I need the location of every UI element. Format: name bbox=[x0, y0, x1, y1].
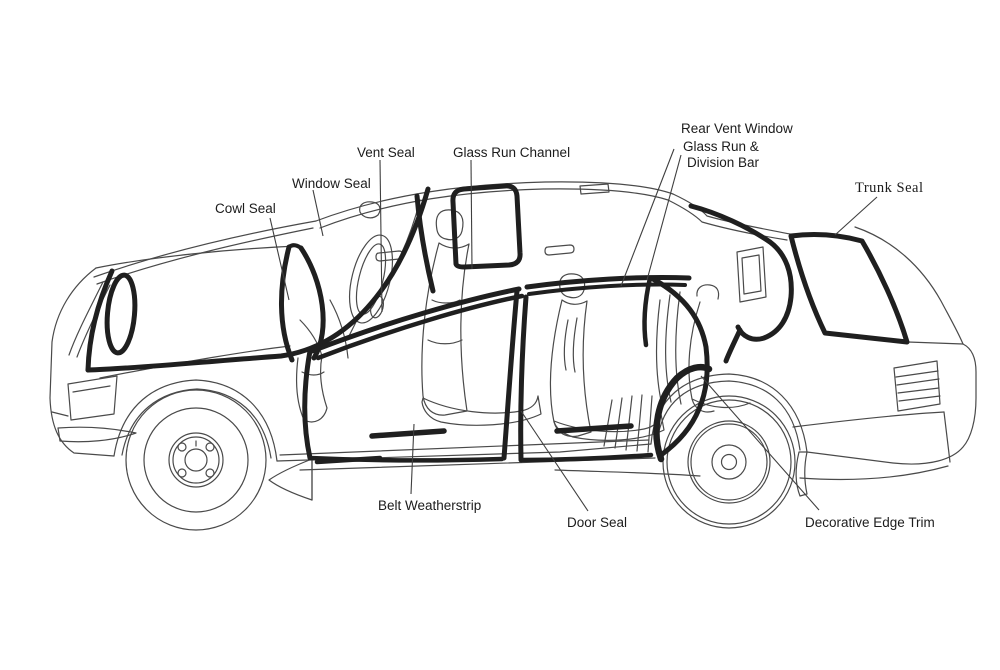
window-seal-target bbox=[298, 245, 326, 361]
front-belt-line-upper bbox=[309, 286, 522, 354]
leader-door-seal bbox=[520, 410, 589, 512]
labels: Cowl Seal Window Seal Vent Seal Glass Ru… bbox=[215, 121, 935, 530]
leader-belt-weatherstrip bbox=[410, 423, 415, 495]
label-decorative-edge-trim: Decorative Edge Trim bbox=[805, 515, 935, 530]
belt-weatherstrip-rear bbox=[554, 423, 634, 434]
front-door-seal-front bbox=[302, 348, 313, 461]
rear-door-seal-bottom bbox=[518, 452, 654, 463]
rear-mudflap bbox=[795, 451, 808, 497]
label-rear-vent-window-line1: Rear Vent Window bbox=[681, 121, 793, 136]
label-rear-vent-window-line3: Division Bar bbox=[687, 155, 760, 170]
leader-rear-vent-window-2 bbox=[646, 154, 682, 281]
leader-lines bbox=[269, 148, 878, 512]
label-glass-run-channel: Glass Run Channel bbox=[453, 145, 570, 160]
windshield-side-seal bbox=[85, 268, 115, 373]
front-bumper-strip bbox=[57, 426, 137, 443]
label-window-seal: Window Seal bbox=[292, 176, 371, 191]
leader-trunk-seal bbox=[834, 196, 878, 236]
rear-seat bbox=[549, 273, 665, 441]
trunk-seal-line bbox=[788, 232, 910, 345]
rear-door-seal-rear bbox=[650, 276, 710, 458]
rear-belt-line-lower bbox=[527, 282, 687, 296]
rocker-trim-strip bbox=[314, 455, 383, 465]
leader-glass-run-channel bbox=[470, 159, 473, 270]
label-door-seal: Door Seal bbox=[567, 515, 627, 530]
front-seat bbox=[421, 209, 542, 426]
leader-decorative-edge-trim bbox=[700, 375, 820, 511]
rear-wheel bbox=[662, 395, 796, 529]
headlight bbox=[67, 375, 118, 421]
car-body-outline bbox=[49, 181, 977, 481]
label-belt-weatherstrip: Belt Weatherstrip bbox=[378, 498, 481, 513]
label-rear-vent-window-line2: Glass Run & bbox=[683, 139, 759, 154]
front-details bbox=[51, 375, 313, 501]
rear-door-glass-run-channel bbox=[450, 183, 523, 270]
leader-cowl-seal bbox=[269, 217, 290, 301]
rear-vent-window-glass-run bbox=[688, 203, 794, 342]
roof-trim-detail bbox=[579, 183, 610, 195]
decorative-edge-trim-line bbox=[653, 363, 713, 463]
taillight bbox=[893, 360, 941, 412]
front-wheel bbox=[125, 389, 267, 531]
rear-door-handle bbox=[544, 244, 575, 256]
cowl-seal-target bbox=[279, 244, 295, 363]
leader-window-seal bbox=[312, 189, 324, 237]
label-cowl-seal: Cowl Seal bbox=[215, 201, 276, 216]
front-glass-run-division bbox=[414, 193, 436, 294]
front-belt-line-lower bbox=[315, 293, 525, 361]
side-mirror bbox=[359, 201, 381, 219]
rear-vent-window-glass-run-tail bbox=[723, 327, 743, 364]
leader-vent-seal bbox=[379, 159, 383, 313]
front-door-seal-rear bbox=[501, 288, 520, 461]
quarter-vent-detail bbox=[736, 246, 767, 303]
rear-belt-line-upper bbox=[524, 274, 692, 290]
rear-door-seal-front bbox=[518, 294, 529, 463]
label-vent-seal: Vent Seal bbox=[357, 145, 415, 160]
leader-rear-vent-window-1 bbox=[620, 148, 675, 287]
rear-details bbox=[736, 246, 941, 497]
label-trunk-seal: Trunk Seal bbox=[855, 180, 924, 196]
windshield-oval-seal bbox=[104, 272, 138, 356]
belt-weatherstrip-front bbox=[369, 428, 447, 439]
cowl-apillar-seal bbox=[85, 186, 431, 373]
seal-lines bbox=[85, 183, 910, 465]
division-bar bbox=[642, 275, 653, 348]
jack-point-cover bbox=[268, 458, 313, 501]
